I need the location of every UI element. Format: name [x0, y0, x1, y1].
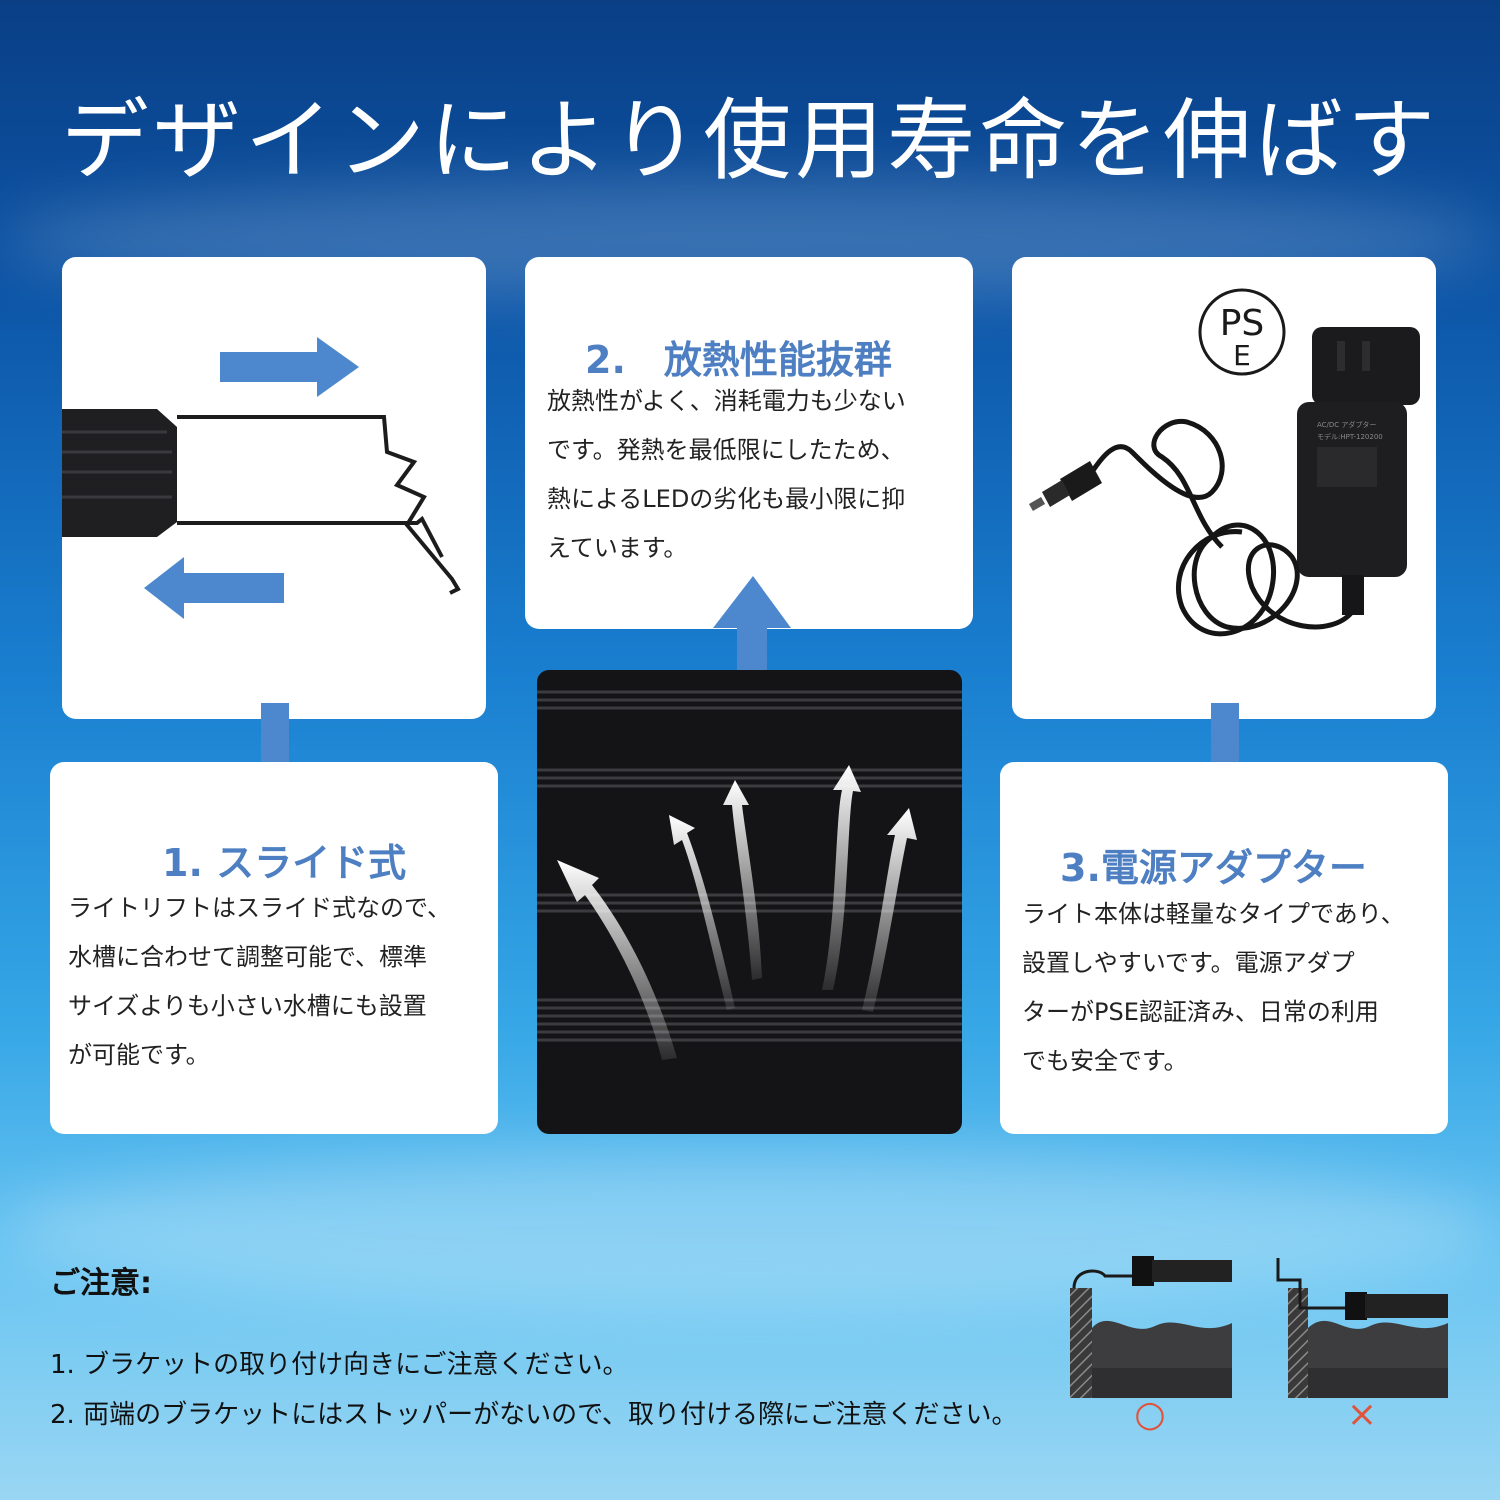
section-1-panel: 1. スライド式 ライトリフトはスライド式なので、 水槽に合わせて調整可能で、標…	[50, 762, 498, 1134]
caution-item: 2. 両端のブラケットにはストッパーがないので、取り付ける際にご注意ください。	[50, 1400, 1018, 1430]
arrow-right-icon	[220, 337, 359, 397]
section-3-panel: 3.電源アダプター ライト本体は軽量なタイプであり、 設置しやすいです。電源アダ…	[1000, 762, 1448, 1134]
correct-mark: ○	[1134, 1394, 1165, 1435]
section-2-line: 熱によるLEDの劣化も最小限に抑	[547, 485, 906, 513]
section-3-line: ライト本体は軽量なタイプであり、	[1022, 900, 1405, 928]
section-3-line: 設置しやすいです。電源アダプ	[1022, 949, 1355, 977]
caution-item: 1. ブラケットの取り付け向きにご注意ください。	[50, 1350, 629, 1380]
heatsink-illustration	[537, 670, 962, 1134]
caution-title: ご注意:	[50, 1266, 152, 1301]
power-adapter-illustration: PS E AC/DC アダプター モデル:HPT-120200	[1028, 288, 1420, 637]
section-1-line: サイズよりも小さい水槽にも設置	[68, 992, 427, 1020]
slide-bracket-illustration	[62, 337, 461, 619]
section-3-heading: 3.電源アダプター	[1060, 846, 1367, 890]
slide-illustration-panel	[62, 257, 486, 719]
section-2-line: えています。	[547, 534, 688, 562]
pse-mark-icon	[1198, 288, 1286, 376]
pse-mark-text: PS	[1220, 303, 1265, 344]
section-1-line: 水槽に合わせて調整可能で、標準	[68, 943, 428, 971]
section-1-line: が可能です。	[68, 1041, 210, 1069]
background-wave	[0, 1150, 1500, 1310]
section-3-line: でも安全です。	[1022, 1047, 1188, 1075]
section-2-heading: 2. 放熱性能抜群	[585, 338, 892, 382]
dc-plug-icon	[1028, 461, 1102, 511]
section-3-line: ターがPSE認証済み、日常の利用	[1022, 998, 1379, 1026]
section-1-heading: 1. スライド式	[162, 841, 407, 885]
adapter-illustration-panel: PS E AC/DC アダプター モデル:HPT-120200	[1012, 257, 1436, 719]
bracket-orientation-diagram: ○ ×	[1070, 1256, 1448, 1435]
correct-orientation-diagram	[1070, 1256, 1232, 1398]
page-title: デザインにより使用寿命を伸ばす	[60, 89, 1440, 192]
section-3-body: ライト本体は軽量なタイプであり、 設置しやすいです。電源アダプ ターがPSE認証…	[1022, 890, 1405, 1086]
section-2-line: です。発熱を最低限にしたため、	[547, 436, 905, 464]
section-2-body: 放熱性がよく、消耗電力も少ない です。発熱を最低限にしたため、 熱によるLEDの…	[547, 377, 906, 573]
pse-mark-text: E	[1233, 339, 1251, 372]
wrong-orientation-diagram	[1276, 1258, 1448, 1398]
heat-dissipation-graphic	[537, 690, 962, 1060]
arrow-left-icon	[144, 557, 284, 619]
wrong-mark: ×	[1347, 1394, 1377, 1435]
section-2-line: 放熱性がよく、消耗電力も少ない	[547, 387, 906, 415]
section-2-panel: 2. 放熱性能抜群 放熱性がよく、消耗電力も少ない です。発熱を最低限にしたため…	[525, 257, 973, 629]
section-1-line: ライトリフトはスライド式なので、	[68, 894, 452, 922]
adapter-label-text: モデル:HPT-120200	[1317, 432, 1383, 441]
adapter-label-text: AC/DC アダプター	[1317, 420, 1376, 429]
section-1-body: ライトリフトはスライド式なので、 水槽に合わせて調整可能で、標準 サイズよりも小…	[68, 884, 451, 1080]
caution-notes: ご注意: 1. ブラケットの取り付け向きにご注意ください。 2. 両端のブラケッ…	[50, 1258, 1018, 1440]
heat-arrows	[557, 765, 917, 1060]
